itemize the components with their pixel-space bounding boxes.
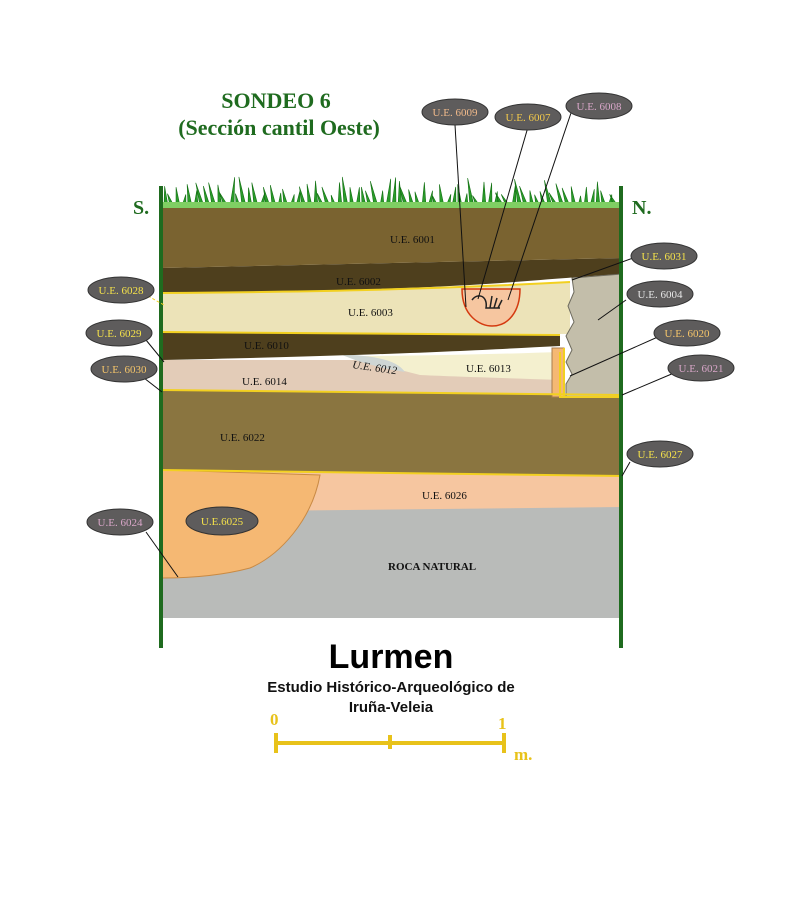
frame-post-north bbox=[619, 186, 623, 648]
tag-6004-text: U.E. 6004 bbox=[638, 289, 683, 301]
layer-6004-wall bbox=[565, 273, 623, 398]
tag-6030: U.E. 6030 bbox=[90, 355, 158, 383]
tag-6025 bbox=[185, 506, 259, 536]
layer-6012 bbox=[340, 354, 405, 372]
callout-tags: U.E. 6009 U.E. 6007 U.E. 6008 U.E. 6031 … bbox=[85, 92, 735, 536]
layer-6010 bbox=[162, 332, 560, 360]
subtitle-line-1: Estudio Histórico-Arqueológico de bbox=[267, 679, 515, 696]
tag-6008-text: U.E. 6008 bbox=[577, 101, 622, 113]
label-roca-natural: ROCA NATURAL bbox=[388, 561, 476, 573]
boundary-lines bbox=[161, 281, 623, 477]
label-6010: U.E. 6010 bbox=[244, 340, 289, 352]
layer-6013 bbox=[350, 352, 560, 380]
layer-6001 bbox=[162, 206, 622, 268]
layer-6022 bbox=[162, 390, 622, 476]
label-6014: U.E. 6014 bbox=[242, 376, 287, 388]
subtitle-line-2: Iruña-Veleia bbox=[349, 699, 434, 716]
bones-icon bbox=[471, 295, 503, 309]
tag-6030-text: U.E. 6030 bbox=[102, 364, 147, 376]
direction-north: N. bbox=[632, 197, 651, 219]
tag-6031: U.E. 6031 bbox=[630, 242, 698, 270]
tag-6031-text: U.E. 6031 bbox=[642, 251, 687, 263]
brand-name: Lurmen bbox=[329, 638, 454, 676]
layer-6002 bbox=[162, 258, 622, 293]
label-6001: U.E. 6001 bbox=[390, 234, 435, 246]
tag-6021: U.E. 6021 bbox=[667, 354, 735, 382]
tag-6029: U.E. 6029 bbox=[85, 319, 153, 347]
tag-6025-text: U.E.6025 bbox=[201, 516, 244, 528]
layer-6020 bbox=[551, 347, 565, 398]
tag-6009: U.E. 6009 bbox=[421, 98, 489, 126]
grass-icon bbox=[163, 176, 619, 207]
tag-6024-text: U.E. 6024 bbox=[98, 517, 143, 529]
label-6002: U.E. 6002 bbox=[336, 276, 381, 288]
tag-6020-text: U.E. 6020 bbox=[665, 328, 710, 340]
title-line-2: (Sección cantil Oeste) bbox=[178, 115, 380, 140]
label-6013: U.E. 6013 bbox=[466, 363, 511, 375]
label-6003: U.E. 6003 bbox=[348, 307, 393, 319]
direction-south: S. bbox=[133, 197, 149, 219]
scale-bar: 0 1 m. bbox=[270, 710, 532, 764]
tag-6008: U.E. 6008 bbox=[565, 92, 633, 120]
tag-6004: U.E. 6004 bbox=[626, 280, 694, 308]
scale-start-label: 0 bbox=[270, 710, 279, 729]
title-line-1: SONDEO 6 bbox=[221, 88, 330, 113]
tag-6028-text: U.E. 6028 bbox=[99, 285, 144, 297]
tag-6007-text: U.E. 6007 bbox=[506, 112, 551, 124]
tag-6027: U.E. 6027 bbox=[626, 440, 694, 468]
tag-6027-text: U.E. 6027 bbox=[638, 449, 683, 461]
tag-6020: U.E. 6020 bbox=[653, 319, 721, 347]
tag-6028: U.E. 6028 bbox=[87, 276, 155, 304]
scale-end-label: 1 bbox=[498, 714, 507, 733]
label-6026: U.E. 6026 bbox=[422, 490, 467, 502]
leader-lines bbox=[143, 109, 675, 578]
frame-post-south bbox=[159, 186, 163, 648]
tag-6009-text: U.E. 6009 bbox=[433, 107, 478, 119]
tag-6007: U.E. 6007 bbox=[494, 103, 562, 131]
tag-6024: U.E. 6024 bbox=[86, 508, 154, 536]
label-6022: U.E. 6022 bbox=[220, 432, 265, 444]
grass-strip bbox=[162, 202, 622, 208]
scale-unit-label: m. bbox=[514, 745, 532, 764]
tag-6021-text: U.E. 6021 bbox=[679, 363, 724, 375]
tag-6029-text: U.E. 6029 bbox=[97, 328, 142, 340]
